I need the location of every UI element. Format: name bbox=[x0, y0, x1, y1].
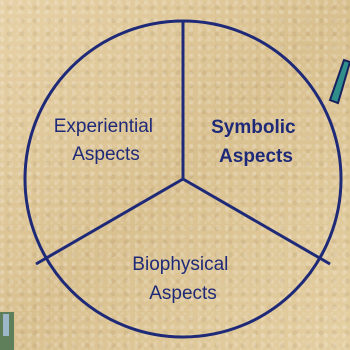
label-symbolic: Symbolic Aspects bbox=[211, 117, 301, 167]
divider-right bbox=[183, 179, 330, 264]
label-experiential-line2: Aspects bbox=[72, 144, 140, 165]
label-biophysical-line2: Aspects bbox=[149, 283, 217, 304]
divider-left bbox=[36, 179, 183, 264]
photo-fragment-highlight bbox=[3, 314, 9, 336]
label-symbolic-line2: Aspects bbox=[219, 146, 293, 167]
label-experiential: Experiential Aspects bbox=[54, 116, 159, 165]
label-experiential-line1: Experiential bbox=[54, 116, 153, 137]
arrow-fragment bbox=[330, 60, 350, 103]
label-biophysical-line1: Biophysical bbox=[132, 254, 228, 275]
label-biophysical: Biophysical Aspects bbox=[132, 254, 233, 304]
label-symbolic-line1: Symbolic bbox=[211, 117, 296, 138]
